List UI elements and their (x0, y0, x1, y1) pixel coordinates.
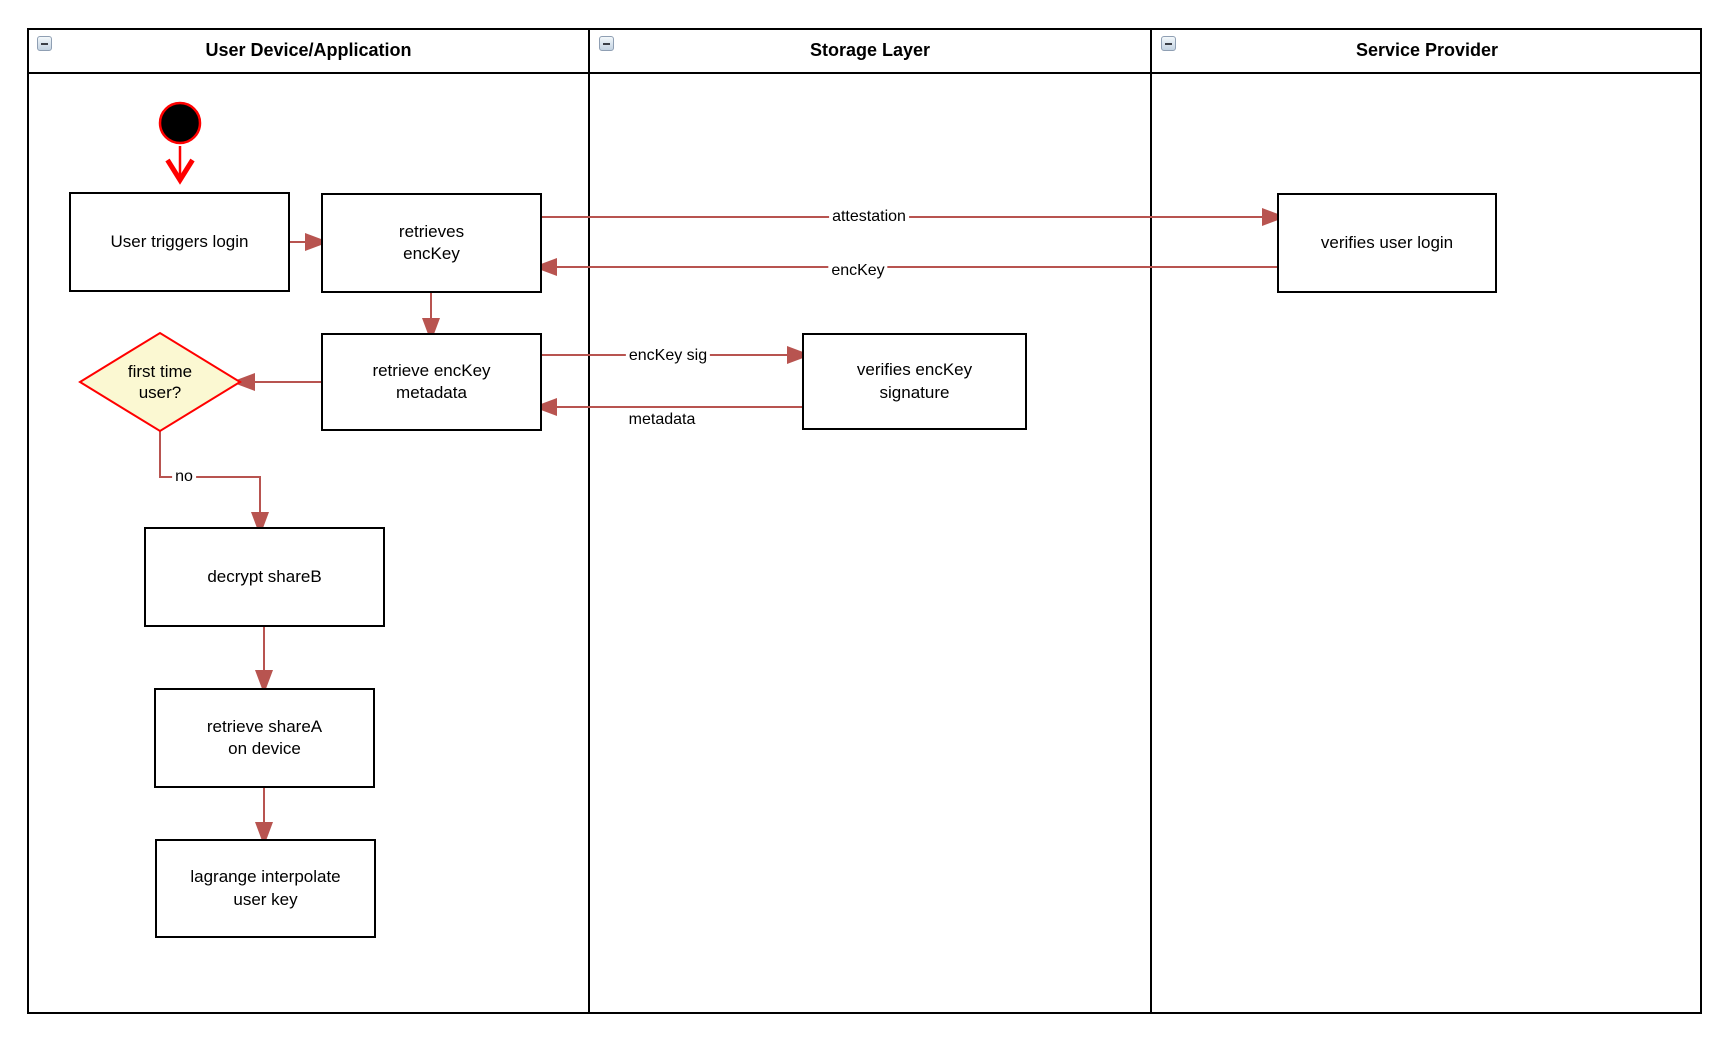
node-retrieves-enckey[interactable]: retrieves encKey (321, 193, 542, 293)
node-retrieve-enckey-metadata[interactable]: retrieve encKey metadata (321, 333, 542, 431)
lane-header-storage-layer: Storage Layer (590, 28, 1150, 72)
collapse-lane-icon[interactable] (599, 36, 614, 51)
edge-label-enckey-sig: encKey sig (625, 347, 711, 365)
node-label: lagrange interpolate user key (190, 867, 341, 909)
node-label: verifies user login (1320, 232, 1454, 252)
node-label: retrieve encKey metadata (372, 360, 491, 402)
node-lagrange-interpolate-user-key[interactable]: lagrange interpolate user key (155, 839, 376, 938)
node-verifies-user-login[interactable]: verifies user login (1277, 193, 1497, 293)
lane-title: User Device/Application (205, 39, 412, 60)
node-label: verifies encKey signature (856, 360, 973, 402)
node-decrypt-shareb[interactable]: decrypt shareB (144, 527, 385, 627)
node-user-triggers-login[interactable]: User triggers login (69, 192, 290, 292)
edge-label-metadata: metadata (628, 411, 696, 429)
edge-label-attestation: attestation (829, 208, 909, 226)
lane-divider-2 (1150, 28, 1152, 1014)
collapse-lane-icon[interactable] (37, 36, 52, 51)
lane-header-separator (27, 72, 1702, 74)
node-label: retrieves encKey (398, 221, 465, 263)
node-verifies-enckey-signature[interactable]: verifies encKey signature (802, 333, 1027, 430)
lane-title: Service Provider (1355, 39, 1499, 60)
edge-label-enckey: encKey (828, 262, 888, 280)
lane-header-user-device: User Device/Application (29, 28, 588, 72)
decision-label: first time user? (127, 361, 193, 402)
decision-first-time-user[interactable] (78, 331, 242, 433)
node-retrieve-sharea-on-device[interactable]: retrieve shareA on device (154, 688, 375, 788)
node-label: retrieve shareA on device (206, 716, 323, 758)
lane-divider-1 (588, 28, 590, 1014)
start-node[interactable] (158, 101, 202, 145)
edge-label-no: no (172, 468, 196, 486)
collapse-lane-icon[interactable] (1161, 36, 1176, 51)
lane-header-service-provider: Service Provider (1152, 28, 1702, 72)
lane-title: Storage Layer (809, 39, 931, 60)
node-label: User triggers login (110, 231, 249, 251)
node-label: decrypt shareB (207, 566, 322, 586)
